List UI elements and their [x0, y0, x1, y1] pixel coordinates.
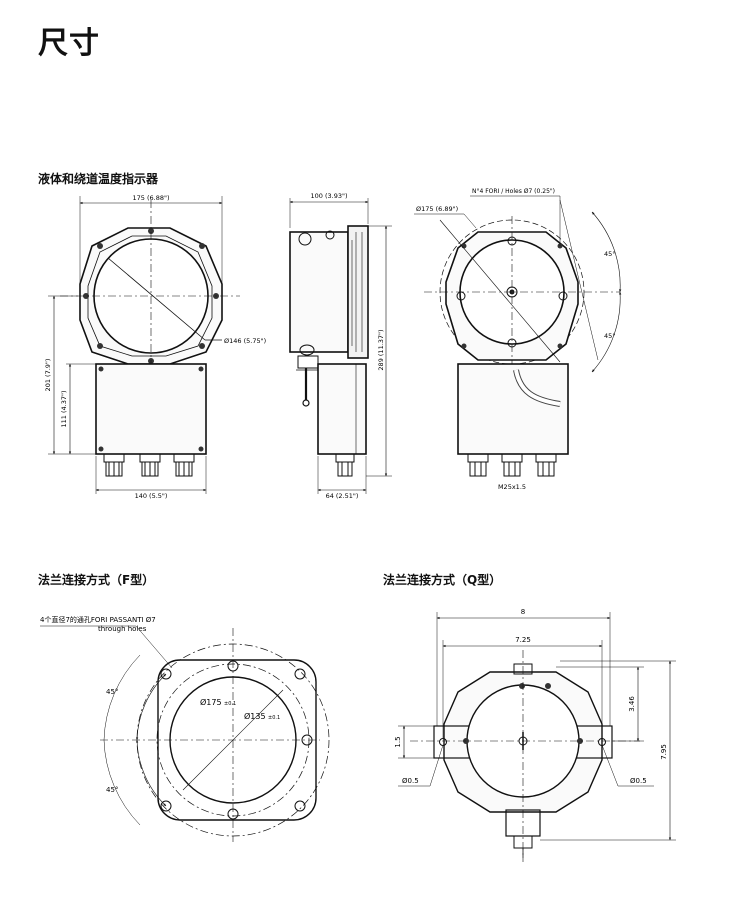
flange-f-holes-label: 4个直径7的通孔FORI PASSANTI Ø7 [40, 615, 156, 624]
rear-view [414, 195, 622, 477]
flange-q-height-total: 7.95 [660, 744, 668, 760]
flange-f-holes-sub: through holes [98, 625, 147, 633]
section-heading-flange-f: 法兰连接方式（F型） [38, 573, 155, 587]
side-depth-label: 100 (3.93") [310, 192, 347, 200]
side-box-depth-label: 64 (2.51") [326, 492, 359, 500]
front-box-width-label: 140 (5.5") [135, 492, 168, 500]
section-heading-flange-q: 法兰连接方式（Q型） [383, 573, 502, 587]
side-view [289, 198, 392, 494]
flange-q-hole-right: Ø0.5 [630, 777, 647, 785]
section-heading-indicator: 液体和绕道温度指示器 [38, 172, 159, 186]
front-junction-box [95, 363, 207, 455]
front-circle-label: Ø146 (5.75") [224, 337, 266, 345]
side-housing-body [289, 231, 349, 353]
flange-f-inner-tol: ±0.1 [268, 715, 280, 721]
rear-angle-top: 45° [604, 250, 616, 258]
flange-f-outer-dia: Ø175 [200, 697, 222, 707]
flange-q-height-upper: 3.46 [628, 696, 636, 712]
rear-holes-label: N°4 FORI / Holes Ø7 (0.25") [472, 188, 555, 195]
front-cable-glands [103, 453, 195, 477]
page-title: 尺寸 [38, 26, 100, 61]
front-box-height-label: 111 (4.37") [60, 390, 68, 427]
flange-f-view [40, 625, 330, 842]
side-junction-box [317, 363, 367, 455]
flange-q-view [398, 612, 676, 862]
flange-q-hole-spacing: 7.25 [515, 636, 531, 644]
side-front-bezel [347, 225, 369, 359]
flange-q-overall-width: 8 [521, 608, 525, 616]
flange-q-tab-height: 1.5 [394, 736, 402, 747]
rear-pcd-label: Ø175 (6.89") [416, 205, 458, 213]
side-height-label: 289 (11.37") [377, 329, 385, 370]
flange-f-outer-tol: ±0.1 [224, 701, 236, 707]
rear-angle-bottom: 45° [604, 332, 616, 340]
flange-q-hole-left: Ø0.5 [402, 777, 419, 785]
rear-junction-box [457, 363, 569, 455]
flange-f-angle-top: 45° [106, 688, 118, 696]
rear-cable-glands [467, 453, 557, 477]
front-housing-inner [87, 235, 213, 357]
flange-f-angle-bottom: 45° [106, 786, 118, 794]
rear-thread-label: M25x1.5 [498, 483, 526, 491]
front-width-label: 175 (6.88") [132, 194, 169, 202]
flange-f-inner-dia: Ø135 [244, 711, 266, 721]
front-view [48, 196, 240, 494]
front-height-label: 201 (7.9") [44, 359, 52, 392]
